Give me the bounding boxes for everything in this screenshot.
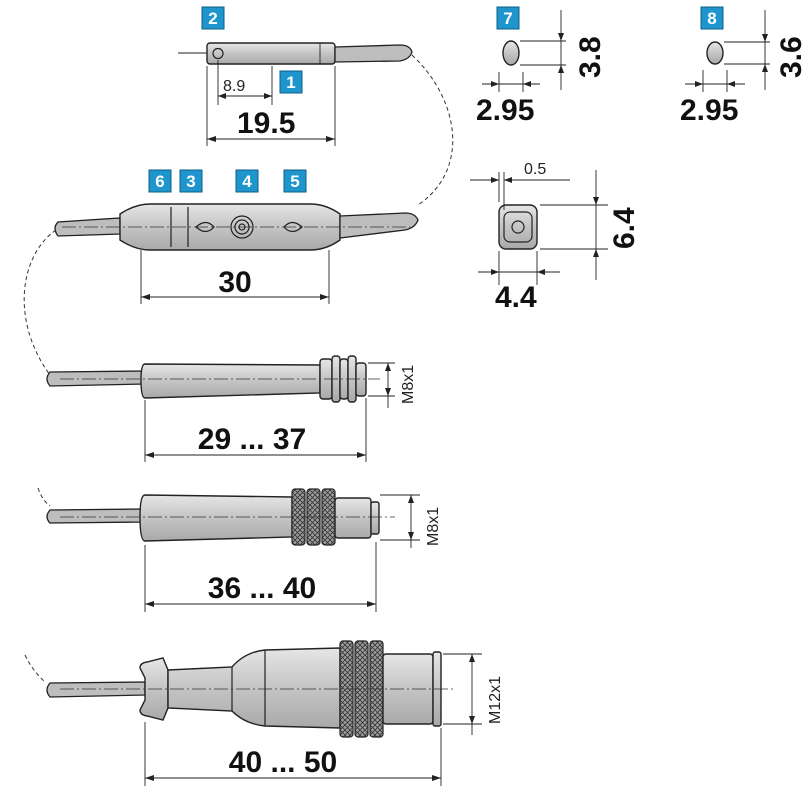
badge-5: 5 [283,169,307,193]
connector-m8-straight [46,355,395,462]
dim-4-4: 4.4 [495,281,537,314]
thread-m8-b: M8x1 [425,507,442,546]
dim-36-40: 36 ... 40 [208,572,316,605]
badge-1: 1 [279,70,303,94]
cross-section-8 [685,10,770,92]
svg-text:7: 7 [503,9,512,28]
svg-text:4: 4 [242,172,252,191]
sensor-side-view [178,42,454,206]
dim-0-5: 0.5 [524,161,546,178]
connector-m8-knurled [37,487,420,612]
dim-3-6: 3.6 [775,36,803,78]
badge-2: 2 [201,6,225,30]
dim-2-95-a: 2.95 [476,94,534,127]
thread-m8-a: M8x1 [400,365,417,404]
dim-2-95-b: 2.95 [680,94,738,127]
svg-text:2: 2 [208,9,217,28]
dim-30: 30 [218,266,251,299]
dim-6-4: 6.4 [608,207,641,249]
cross-section-7 [482,10,566,92]
dim-8-9: 8.9 [223,78,245,95]
badge-7: 7 [496,6,520,30]
badge-6: 6 [148,169,172,193]
dim-3-8: 3.8 [574,36,607,78]
badge-4: 4 [235,169,259,193]
connector-m12 [24,640,482,786]
housing-cross-section [470,170,608,285]
svg-text:6: 6 [155,172,164,191]
svg-text:3: 3 [186,172,195,191]
svg-text:1: 1 [286,73,295,92]
svg-text:8: 8 [707,9,716,28]
badge-3: 3 [179,169,203,193]
thread-m12: M12x1 [487,676,504,724]
svg-text:5: 5 [290,172,299,191]
dim-29-37: 29 ... 37 [198,423,306,456]
badge-8: 8 [700,6,724,30]
dim-19-5: 19.5 [237,107,295,140]
connector-housing-view [23,203,419,376]
dim-40-50: 40 ... 50 [229,746,337,779]
